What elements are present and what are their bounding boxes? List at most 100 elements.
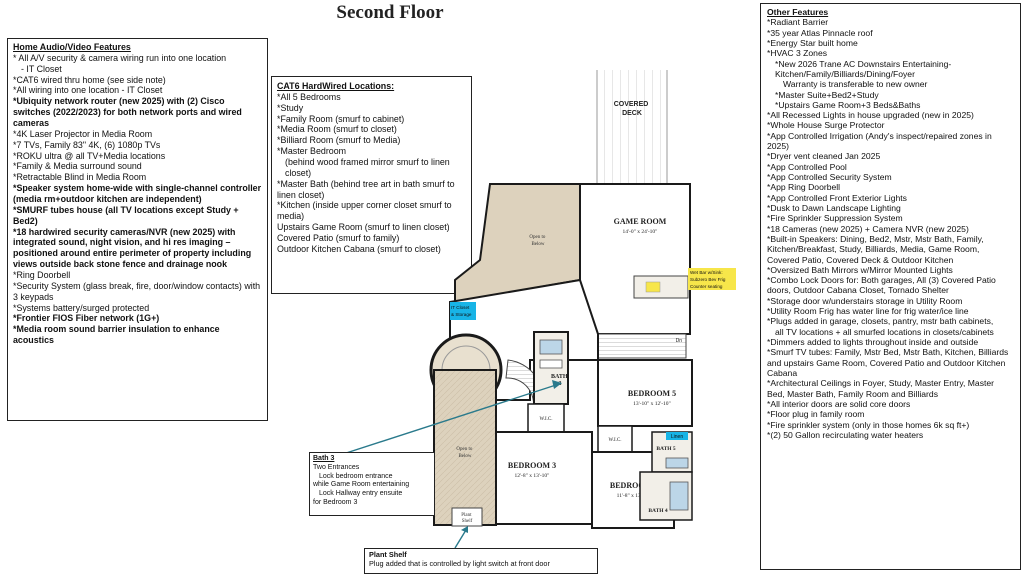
feature-line: *Combo Lock Doors for: Both garages, All… xyxy=(767,275,996,296)
feature-line: *Ring Doorbell xyxy=(13,270,71,281)
feature-line: *All wiring into one location - IT Close… xyxy=(13,85,163,96)
wic-4-label: W.I.C. xyxy=(608,438,621,443)
feature-line: all TV locations + all smurfed locations… xyxy=(775,326,994,337)
feature-line: *App Controlled Irrigation (Andy's inspe… xyxy=(767,130,992,152)
other-features-heading: Other Features xyxy=(767,7,829,17)
bedroom4-label: BEDROOM 4 xyxy=(610,481,658,490)
feature-line: *Family & Media surround sound xyxy=(13,161,142,172)
linen-label: Linen xyxy=(671,434,683,440)
feature-line: Upstairs Game Room (smurf to linen close… xyxy=(277,222,450,233)
bath5-tub xyxy=(665,457,689,469)
bath3-tub xyxy=(539,339,563,355)
wet-bar-counter xyxy=(633,275,689,299)
other-features-list: *Radiant Barrier*35 year Atlas Pinnacle … xyxy=(767,17,1014,440)
wet-bar-label: Wet Bar w/Sink: Subzero Bev Frig Counter… xyxy=(690,270,727,289)
feature-line: *(2) 50 Gallon recirculating water heate… xyxy=(767,429,924,440)
covered-deck-area xyxy=(596,70,668,187)
feature-line: *Upstairs Game Room+3 Beds&Baths xyxy=(775,99,921,110)
feature-line: Outdoor Kitchen Cabana (smurf to closet) xyxy=(277,243,441,254)
feature-line: *App Controlled Security System xyxy=(767,172,892,182)
feature-line: *Study xyxy=(277,102,304,113)
feature-line: (behind wood framed mirror smurf to line… xyxy=(285,157,450,178)
feature-line: *Billiard Room (smurf to Media) xyxy=(277,135,401,146)
game-room-dim: 14'-0" x 24'-10" xyxy=(623,229,658,235)
bedroom5-dim: 13'-10" x 12'-10" xyxy=(633,401,671,407)
feature-line: *Speaker system home-wide with single-ch… xyxy=(13,183,262,205)
feature-line: *Smurf TV tubes: Family, Mstr Bed, Mstr … xyxy=(767,347,1009,378)
home-av-heading: Home Audio/Video Features xyxy=(13,42,131,52)
plant-shelf-note-box: Plant Shelf Plug added that is controlle… xyxy=(364,548,598,574)
feature-line: *All interior doors are solid core doors xyxy=(767,398,911,409)
feature-line: *Plugs added in garage, closets, pantry,… xyxy=(767,316,994,327)
feature-line: *All 5 Bedrooms xyxy=(277,91,341,102)
plant-shelf-label: Plant Shelf xyxy=(461,513,473,524)
feature-line: *All Recessed Lights in house upgraded (… xyxy=(767,110,974,121)
second-floor-plan: COVERED DECK Open to Below GAME ROOM 14'… xyxy=(429,70,736,529)
feature-line: Lock Hallway entry ensuite xyxy=(319,490,403,497)
feature-line: *Storage door w/understairs storage in U… xyxy=(767,295,963,306)
feature-line: *Family Room (smurf to cabinet) xyxy=(277,113,405,124)
feature-line: *Energy Star built home xyxy=(767,37,858,48)
feature-line: Covered Patio (smurf to family) xyxy=(277,233,400,244)
feature-line: *7 TVs, Family 83" 4K, (6) 1080p TVs xyxy=(13,139,161,150)
cat6-list: *All 5 Bedrooms*Study*Family Room (smurf… xyxy=(277,92,466,255)
feature-line: *35 year Atlas Pinnacle roof xyxy=(767,27,873,38)
feature-line: *Dimmers added to lights throughout insi… xyxy=(767,337,979,347)
feature-line: *App Controlled Front Exterior Lights xyxy=(767,192,907,203)
feature-line: *Whole House Surge Protector xyxy=(767,120,885,131)
feature-line: *Master Suite+Bed2+Study xyxy=(775,89,879,100)
feature-line: *Fire sprinkler system (only in those ho… xyxy=(767,419,970,430)
home-av-features-box: Home Audio/Video Features * All A/V secu… xyxy=(7,38,268,421)
bedroom5-label: BEDROOM 5 xyxy=(628,389,676,398)
tower-wood xyxy=(441,345,491,371)
feature-line: Two Entrances xyxy=(313,463,360,471)
feature-line: *Oversized Bath Mirrors w/Mirror Mounted… xyxy=(767,264,953,275)
feature-line: *Security System (glass break, fire, doo… xyxy=(13,280,261,302)
other-features-box: Other Features *Radiant Barrier*35 year … xyxy=(760,3,1021,570)
feature-line: *Fire Sprinkler Suppression System xyxy=(767,213,903,224)
bath4-label: BATH 4 xyxy=(648,508,668,514)
bedroom5-area xyxy=(597,359,693,427)
feature-line: *Retractable Blind in Media Room xyxy=(13,172,147,183)
feature-line: *ROKU ultra @ all TV+Media locations xyxy=(13,150,166,161)
game-room-area xyxy=(579,183,691,335)
stairs-right xyxy=(597,333,687,359)
cat6-heading: CAT6 HardWired Locations: xyxy=(277,81,395,91)
bath5-label: BATH 5 xyxy=(656,446,676,452)
page-title: Second Floor xyxy=(336,2,444,23)
bath3-sink xyxy=(539,359,563,369)
home-av-list: * All A/V security & camera wiring run i… xyxy=(13,53,262,346)
wet-bar-yellow-mark xyxy=(645,281,661,293)
bath3-note-heading: Bath 3 xyxy=(313,455,335,462)
feature-line: *Master Bath (behind tree art in bath sm… xyxy=(277,178,455,200)
feature-line: for Bedroom 3 xyxy=(313,498,358,506)
bath4-tub xyxy=(669,481,689,511)
feature-line: *CAT6 wired thru home (see side note) xyxy=(13,74,166,85)
feature-line: *App Controlled Pool xyxy=(767,161,847,172)
feature-line: *Utility Room Frig has water line for fr… xyxy=(767,306,969,317)
linen-tag xyxy=(666,432,688,440)
bedroom3-dim: 12'-8" x 13'-10" xyxy=(515,473,550,479)
feature-line: *SMURF tubes house (all TV locations exc… xyxy=(13,204,239,226)
bedroom4-dim: 11'-8" x 13'-10" xyxy=(617,493,652,499)
it-closet-label: IT Closet & Storage xyxy=(451,305,472,317)
covered-deck-label: COVERED DECK xyxy=(614,101,651,117)
dn-label: Dn xyxy=(676,338,683,344)
feature-line: *Dusk to Dawn Landscape Lighting xyxy=(767,202,901,213)
feature-line: * All A/V security & camera wiring run i… xyxy=(13,52,227,63)
bedroom3-label: BEDROOM 3 xyxy=(508,461,556,470)
plant-note-text: Plug added that is controlled by light s… xyxy=(369,558,550,568)
feature-line: *Built-in Speakers: Dining, Bed2, Mstr, … xyxy=(767,233,984,265)
open-to-below-label: Open to Below xyxy=(529,235,546,247)
feature-line: *Radiant Barrier xyxy=(767,17,829,28)
feature-line: *HVAC 3 Zones xyxy=(767,48,828,59)
it-closet-tag xyxy=(450,302,476,320)
feature-line: *18 hardwired security cameras/NVR (new … xyxy=(13,226,252,270)
feature-line: *Media room sound barrier insulation to … xyxy=(13,324,220,346)
feature-line: *Master Bedroom xyxy=(277,146,347,157)
wic-3-label: W.I.C. xyxy=(539,417,552,422)
wet-bar-tag xyxy=(688,268,736,290)
feature-line: - IT Closet xyxy=(21,63,62,74)
